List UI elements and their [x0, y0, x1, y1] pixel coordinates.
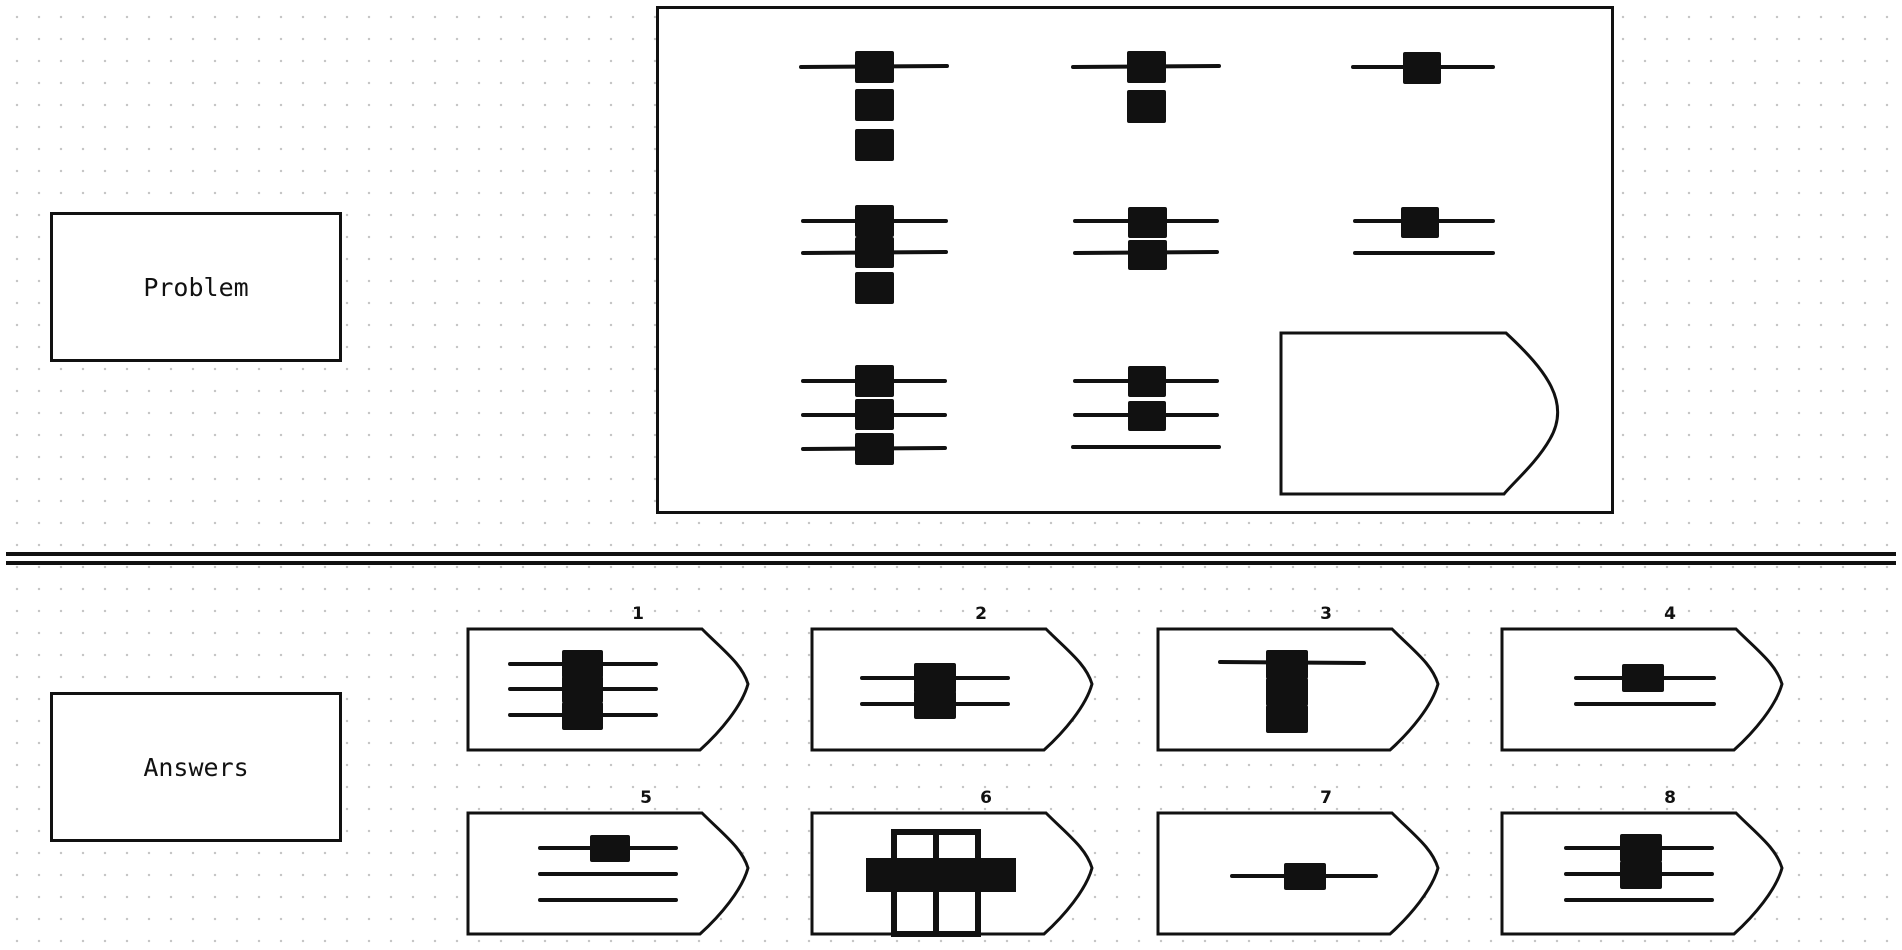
answer-option-2[interactable]	[810, 626, 1118, 754]
answer-option-6[interactable]	[810, 810, 1118, 938]
section-divider-top	[6, 552, 1896, 556]
answer-option-1[interactable]	[466, 626, 774, 754]
matrix-cell-r1c3	[1351, 52, 1495, 84]
answer-1-number: 1	[632, 604, 644, 624]
answers-label-text: Answers	[143, 752, 249, 782]
answer-option-8[interactable]	[1500, 810, 1808, 938]
answer-7-number: 7	[1320, 788, 1332, 808]
answer-5-number: 5	[640, 788, 652, 808]
answer-2-number: 2	[975, 604, 987, 624]
answer-3-number: 3	[1320, 604, 1332, 624]
matrix-cell-r2c2	[1073, 207, 1219, 270]
matrix-cell-r2c3	[1353, 207, 1495, 255]
answer-slot[interactable]	[1279, 329, 1579, 504]
answer-option-3[interactable]	[1156, 626, 1464, 754]
answer-4-number: 4	[1664, 604, 1676, 624]
matrix-cell-r1c2	[1071, 51, 1221, 123]
matrix-cell-r1c1	[799, 51, 949, 161]
matrix-cell-r2c1	[801, 205, 948, 304]
answer-option-5[interactable]	[466, 810, 774, 938]
answer-option-4[interactable]	[1500, 626, 1808, 754]
answer-option-7[interactable]	[1156, 810, 1464, 938]
problem-label-text: Problem	[143, 272, 249, 302]
matrix-cell-r3c1	[801, 365, 947, 465]
problem-matrix	[656, 6, 1614, 514]
answer-8-number: 8	[1664, 788, 1676, 808]
answers-label: Answers	[50, 692, 342, 842]
answer-6-number: 6	[980, 788, 992, 808]
problem-label: Problem	[50, 212, 342, 362]
matrix-cell-r3c2	[1071, 366, 1221, 449]
section-divider-bottom	[6, 561, 1896, 565]
